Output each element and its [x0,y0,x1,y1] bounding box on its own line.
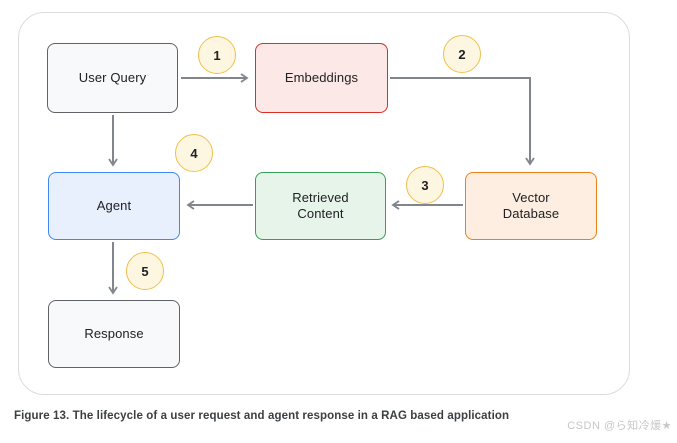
node-label-embeddings: Embeddings [284,69,359,85]
node-agent: Agent [48,172,180,240]
step-number-2: 2 [458,46,466,62]
node-response: Response [48,300,180,368]
node-vector-database: Vector Database [465,172,597,240]
node-embeddings: Embeddings [255,43,388,113]
node-label-user-query: User Query [78,69,147,85]
node-retrieved-content: Retrieved Content [255,172,386,240]
node-label-retrieved-content: Retrieved Content [292,189,349,221]
node-label-agent: Agent [96,197,132,213]
node-label-vector-database: Vector Database [502,189,560,221]
step-number-4: 4 [190,145,198,161]
step-badge-4: 4 [175,134,213,172]
watermark: CSDN @ら知冷煖★ [567,420,672,432]
node-label-response: Response [84,325,144,341]
step-badge-5: 5 [126,252,164,290]
step-badge-2: 2 [443,35,481,73]
figure-caption: Figure 13. The lifecycle of a user reque… [14,410,510,422]
step-badge-1: 1 [198,36,236,74]
step-number-3: 3 [421,177,429,193]
step-badge-3: 3 [406,166,444,204]
node-user-query: User Query [47,43,178,113]
step-number-5: 5 [141,263,149,279]
step-number-1: 1 [213,47,221,63]
